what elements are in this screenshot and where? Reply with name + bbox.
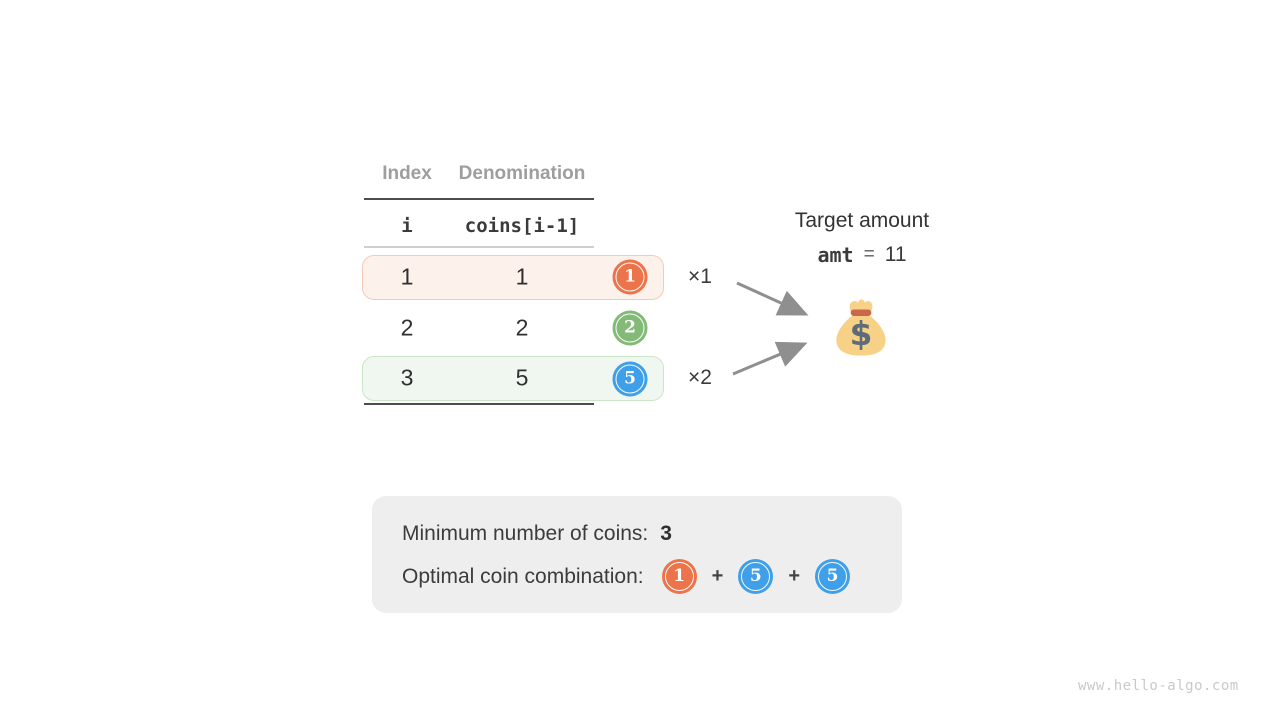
table-row-3-index: 3 (400, 364, 414, 391)
target-variable: amt (817, 243, 854, 267)
table-subheader-coins: coins[i-1] (464, 215, 580, 237)
arrow-row3-to-bag (732, 341, 808, 376)
table-header-denomination: Denomination (458, 163, 586, 184)
table-row-3-denomination: 5 (515, 364, 529, 391)
equals-sign: = (863, 244, 875, 265)
table-header-index: Index (382, 163, 432, 184)
target-amount-label: Target amount (794, 209, 930, 232)
table-subheader-i: i (401, 215, 413, 237)
table-rule-bottom (364, 403, 594, 405)
table-row-2-denomination: 2 (515, 314, 529, 341)
coin-icon-5: 5 (612, 361, 648, 397)
min-coins-value: 3 (660, 522, 672, 545)
coin-icon-5: 5 (815, 559, 850, 594)
table-rule-top (364, 198, 594, 200)
multiplier-x1: ×1 (688, 265, 712, 288)
coin-value: 1 (673, 566, 686, 586)
target-amount-expression: amt = 11 (817, 243, 906, 267)
table-row-1-denomination: 1 (515, 263, 529, 290)
coin-icon-1: 1 (612, 259, 648, 295)
arrow-row1-to-bag (736, 281, 809, 316)
watermark: www.hello-algo.com (1078, 678, 1239, 694)
coin-icon-1: 1 (661, 559, 697, 594)
coin-icon-5: 5 (738, 559, 774, 594)
plus-sign: + (788, 565, 800, 587)
coin-value: 5 (826, 566, 839, 586)
coin-icon-2: 2 (612, 310, 648, 346)
min-coins-label: Minimum number of coins: (402, 522, 649, 545)
coin-value: 1 (624, 266, 636, 287)
table-row-2-index: 2 (400, 314, 414, 341)
svg-text:$: $ (850, 315, 873, 353)
coin-value: 5 (624, 368, 636, 389)
multiplier-x2: ×2 (688, 366, 712, 389)
coin-value: 2 (624, 317, 636, 338)
combination-label: Optimal coin combination: (402, 564, 644, 588)
summary-combination-line: Optimal coin combination: 1 + 5 + 5 (402, 559, 850, 594)
table-row-1-index: 1 (400, 263, 414, 290)
table-rule-mid (364, 246, 594, 248)
summary-min-coins-line: Minimum number of coins: 3 (402, 521, 672, 547)
target-value: 11 (884, 243, 907, 266)
plus-sign: + (711, 565, 724, 587)
coin-value: 5 (749, 566, 762, 586)
summary-panel (372, 496, 902, 613)
money-bag-icon: $ (836, 299, 886, 356)
